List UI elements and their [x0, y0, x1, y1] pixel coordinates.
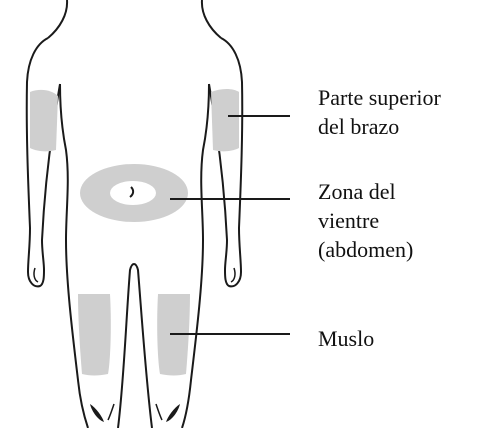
- label-abdomen: Zona del vientre (abdomen): [318, 177, 413, 264]
- label-upper-arm: Parte superior del brazo: [318, 83, 441, 141]
- navel: [129, 186, 135, 198]
- right-arm-injection-zone: [211, 89, 239, 152]
- label-abdomen-line-3: (abdomen): [318, 237, 414, 262]
- right-knee-inner-mark: [155, 403, 163, 421]
- abdomen-injection-zone: [80, 164, 188, 222]
- inner-legs-outline: [117, 263, 153, 428]
- left-knee-mark: [90, 404, 104, 422]
- neck-outline: [47, 0, 69, 39]
- neck-outline-right: [200, 0, 222, 39]
- torso-right-outline: [181, 83, 210, 428]
- label-abdomen-line-2: vientre: [318, 208, 380, 233]
- left-knee-inner-mark: [107, 403, 115, 421]
- right-thumb: [230, 267, 236, 283]
- left-arm-outline: [25, 37, 61, 288]
- label-upper-arm-line-1: Parte superior: [318, 85, 441, 110]
- label-abdomen-line-1: Zona del: [318, 179, 396, 204]
- label-thigh-line-1: Muslo: [318, 326, 375, 351]
- label-upper-arm-line-2: del brazo: [318, 114, 400, 139]
- right-knee-mark: [166, 404, 180, 422]
- right-arm-outline: [208, 37, 244, 288]
- torso-left-outline: [59, 83, 89, 428]
- left-thumb: [33, 267, 39, 283]
- label-thigh: Muslo: [318, 324, 374, 353]
- left-arm-injection-zone: [30, 89, 58, 152]
- left-thigh-injection-zone: [78, 294, 111, 376]
